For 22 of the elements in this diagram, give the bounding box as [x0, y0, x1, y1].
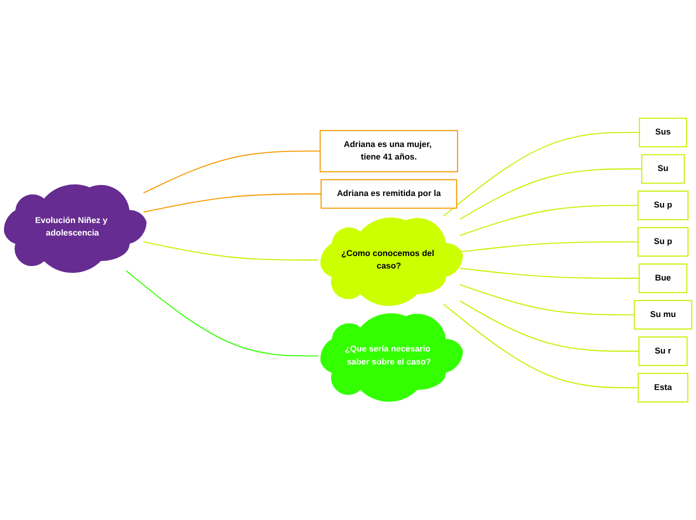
connector	[143, 150, 320, 194]
connector	[443, 304, 638, 388]
node-box: Adriana es una mujer, tiene 41 años.	[320, 130, 458, 172]
node-box: Sus	[638, 118, 688, 148]
connector	[460, 300, 639, 352]
node-box: Su p	[637, 226, 689, 257]
node-box: Bue	[638, 263, 688, 294]
node-box: Adriana es remitida por la	[320, 179, 458, 209]
node-box: Su p	[637, 190, 689, 220]
connector	[460, 241, 638, 252]
connector	[143, 193, 322, 213]
connector	[460, 268, 640, 279]
node-box: Esta	[638, 372, 688, 402]
connector	[460, 168, 642, 220]
node-box: Su	[641, 154, 685, 184]
connector	[460, 204, 638, 236]
connector	[143, 241, 318, 261]
connector	[126, 270, 318, 356]
connector	[460, 284, 634, 316]
node-box: Su r	[638, 336, 688, 366]
node-box: Su mu	[634, 300, 692, 330]
connector	[443, 132, 640, 216]
